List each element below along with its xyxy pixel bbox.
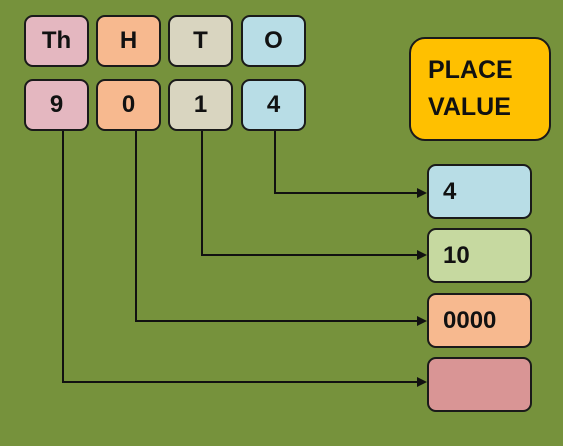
tens-connector-arrow (201, 131, 427, 260)
hundreds-digit: 0 (96, 79, 161, 131)
hundreds-header: H (96, 15, 161, 67)
hundreds-place-value-box: 0000 (427, 293, 532, 348)
thousands-connector-arrow (62, 131, 427, 387)
thousands-place-value-box (427, 357, 532, 412)
ones-header: O (241, 15, 306, 67)
thousands-digit: 9 (24, 79, 89, 131)
place-value-title-line2: VALUE (428, 93, 511, 121)
ones-place-value-box: 4 (427, 164, 532, 219)
thousands-header: Th (24, 15, 89, 67)
hundreds-connector-arrow (135, 131, 427, 326)
tens-header: T (168, 15, 233, 67)
ones-digit: 4 (241, 79, 306, 131)
ones-connector-arrow (274, 131, 427, 198)
tens-place-value-box: 10 (427, 228, 532, 283)
place-value-title-line1: PLACE (428, 56, 513, 84)
place-value-title-box: PLACE VALUE (409, 37, 551, 141)
tens-digit: 1 (168, 79, 233, 131)
